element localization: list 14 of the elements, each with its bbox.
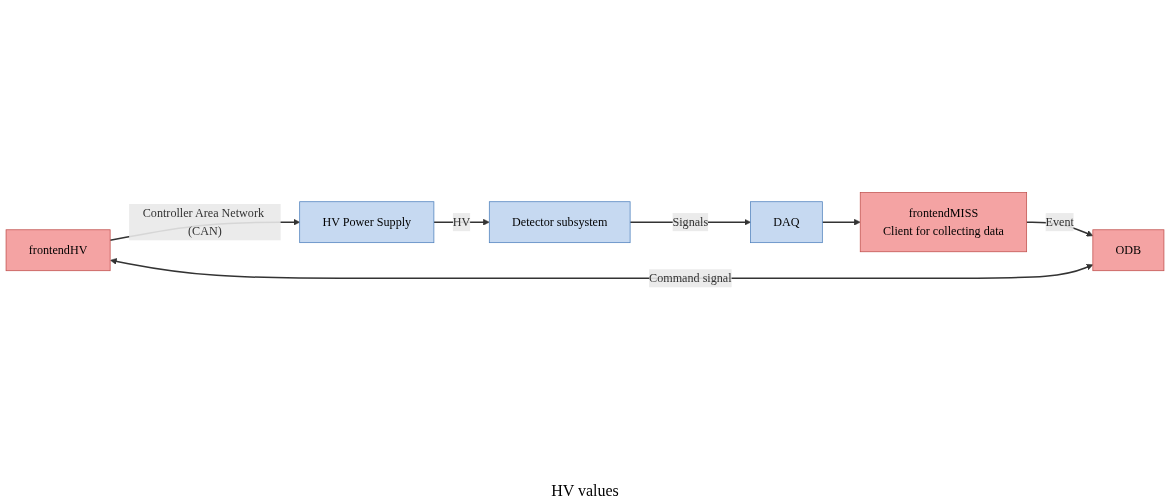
edge-label: HV [452,215,471,229]
edge-label: Signals [672,215,709,229]
node-box: frontendHV [5,229,111,272]
edge-label: Command signal [649,271,732,285]
arrow [821,218,861,226]
node-box: frontendMISS Client for collecting data [859,192,1028,253]
node-box: HV Power Supply [299,201,435,244]
edge-label: Controller Area Network (CAN) [142,206,265,238]
node-box: Detector subsystem [488,201,631,244]
arrow [110,258,1094,280]
node-box: DAQ [750,201,823,244]
edge-label: Event [1045,215,1074,229]
node-box: ODB [1092,229,1165,272]
note-text: HV values [551,482,619,499]
